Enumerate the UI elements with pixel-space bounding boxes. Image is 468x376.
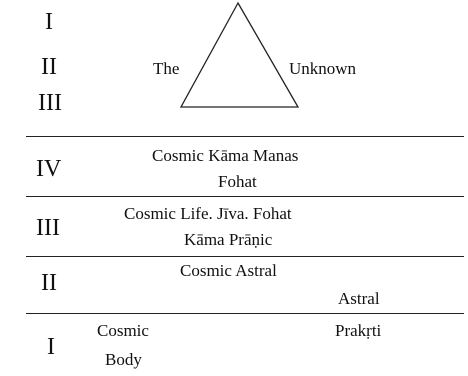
numeral-ii: II	[41, 270, 57, 296]
triangle-right-label: Unknown	[289, 59, 357, 78]
divider-line	[26, 196, 464, 197]
triangle-shape	[179, 1, 300, 108]
plane-ii-line1: Cosmic Astral	[180, 261, 277, 280]
plane-ii-line2: Astral	[338, 289, 380, 308]
triangle-left-label: The	[153, 59, 180, 78]
plane-i-line2: Body	[105, 350, 142, 369]
divider-line	[26, 136, 464, 137]
plane-iv-line2: Fohat	[218, 172, 257, 191]
numeral-upper-ii: II	[41, 54, 57, 80]
numeral-iii: III	[36, 215, 60, 241]
numeral-upper-i: I	[45, 9, 53, 35]
numeral-iv: IV	[36, 156, 62, 182]
divider-line	[26, 256, 464, 257]
plane-iii-line2: Kāma Prāṇic	[184, 230, 273, 249]
plane-i-right-label: Prakṛti	[335, 321, 382, 340]
plane-i-left-label: Cosmic	[97, 321, 149, 340]
numeral-i: I	[47, 334, 55, 360]
plane-iv-line1: Cosmic Kāma Manas	[152, 146, 299, 165]
plane-iii-line1: Cosmic Life. Jīva. Fohat	[124, 204, 292, 223]
divider-line	[26, 313, 464, 314]
numeral-upper-iii: III	[38, 90, 62, 116]
